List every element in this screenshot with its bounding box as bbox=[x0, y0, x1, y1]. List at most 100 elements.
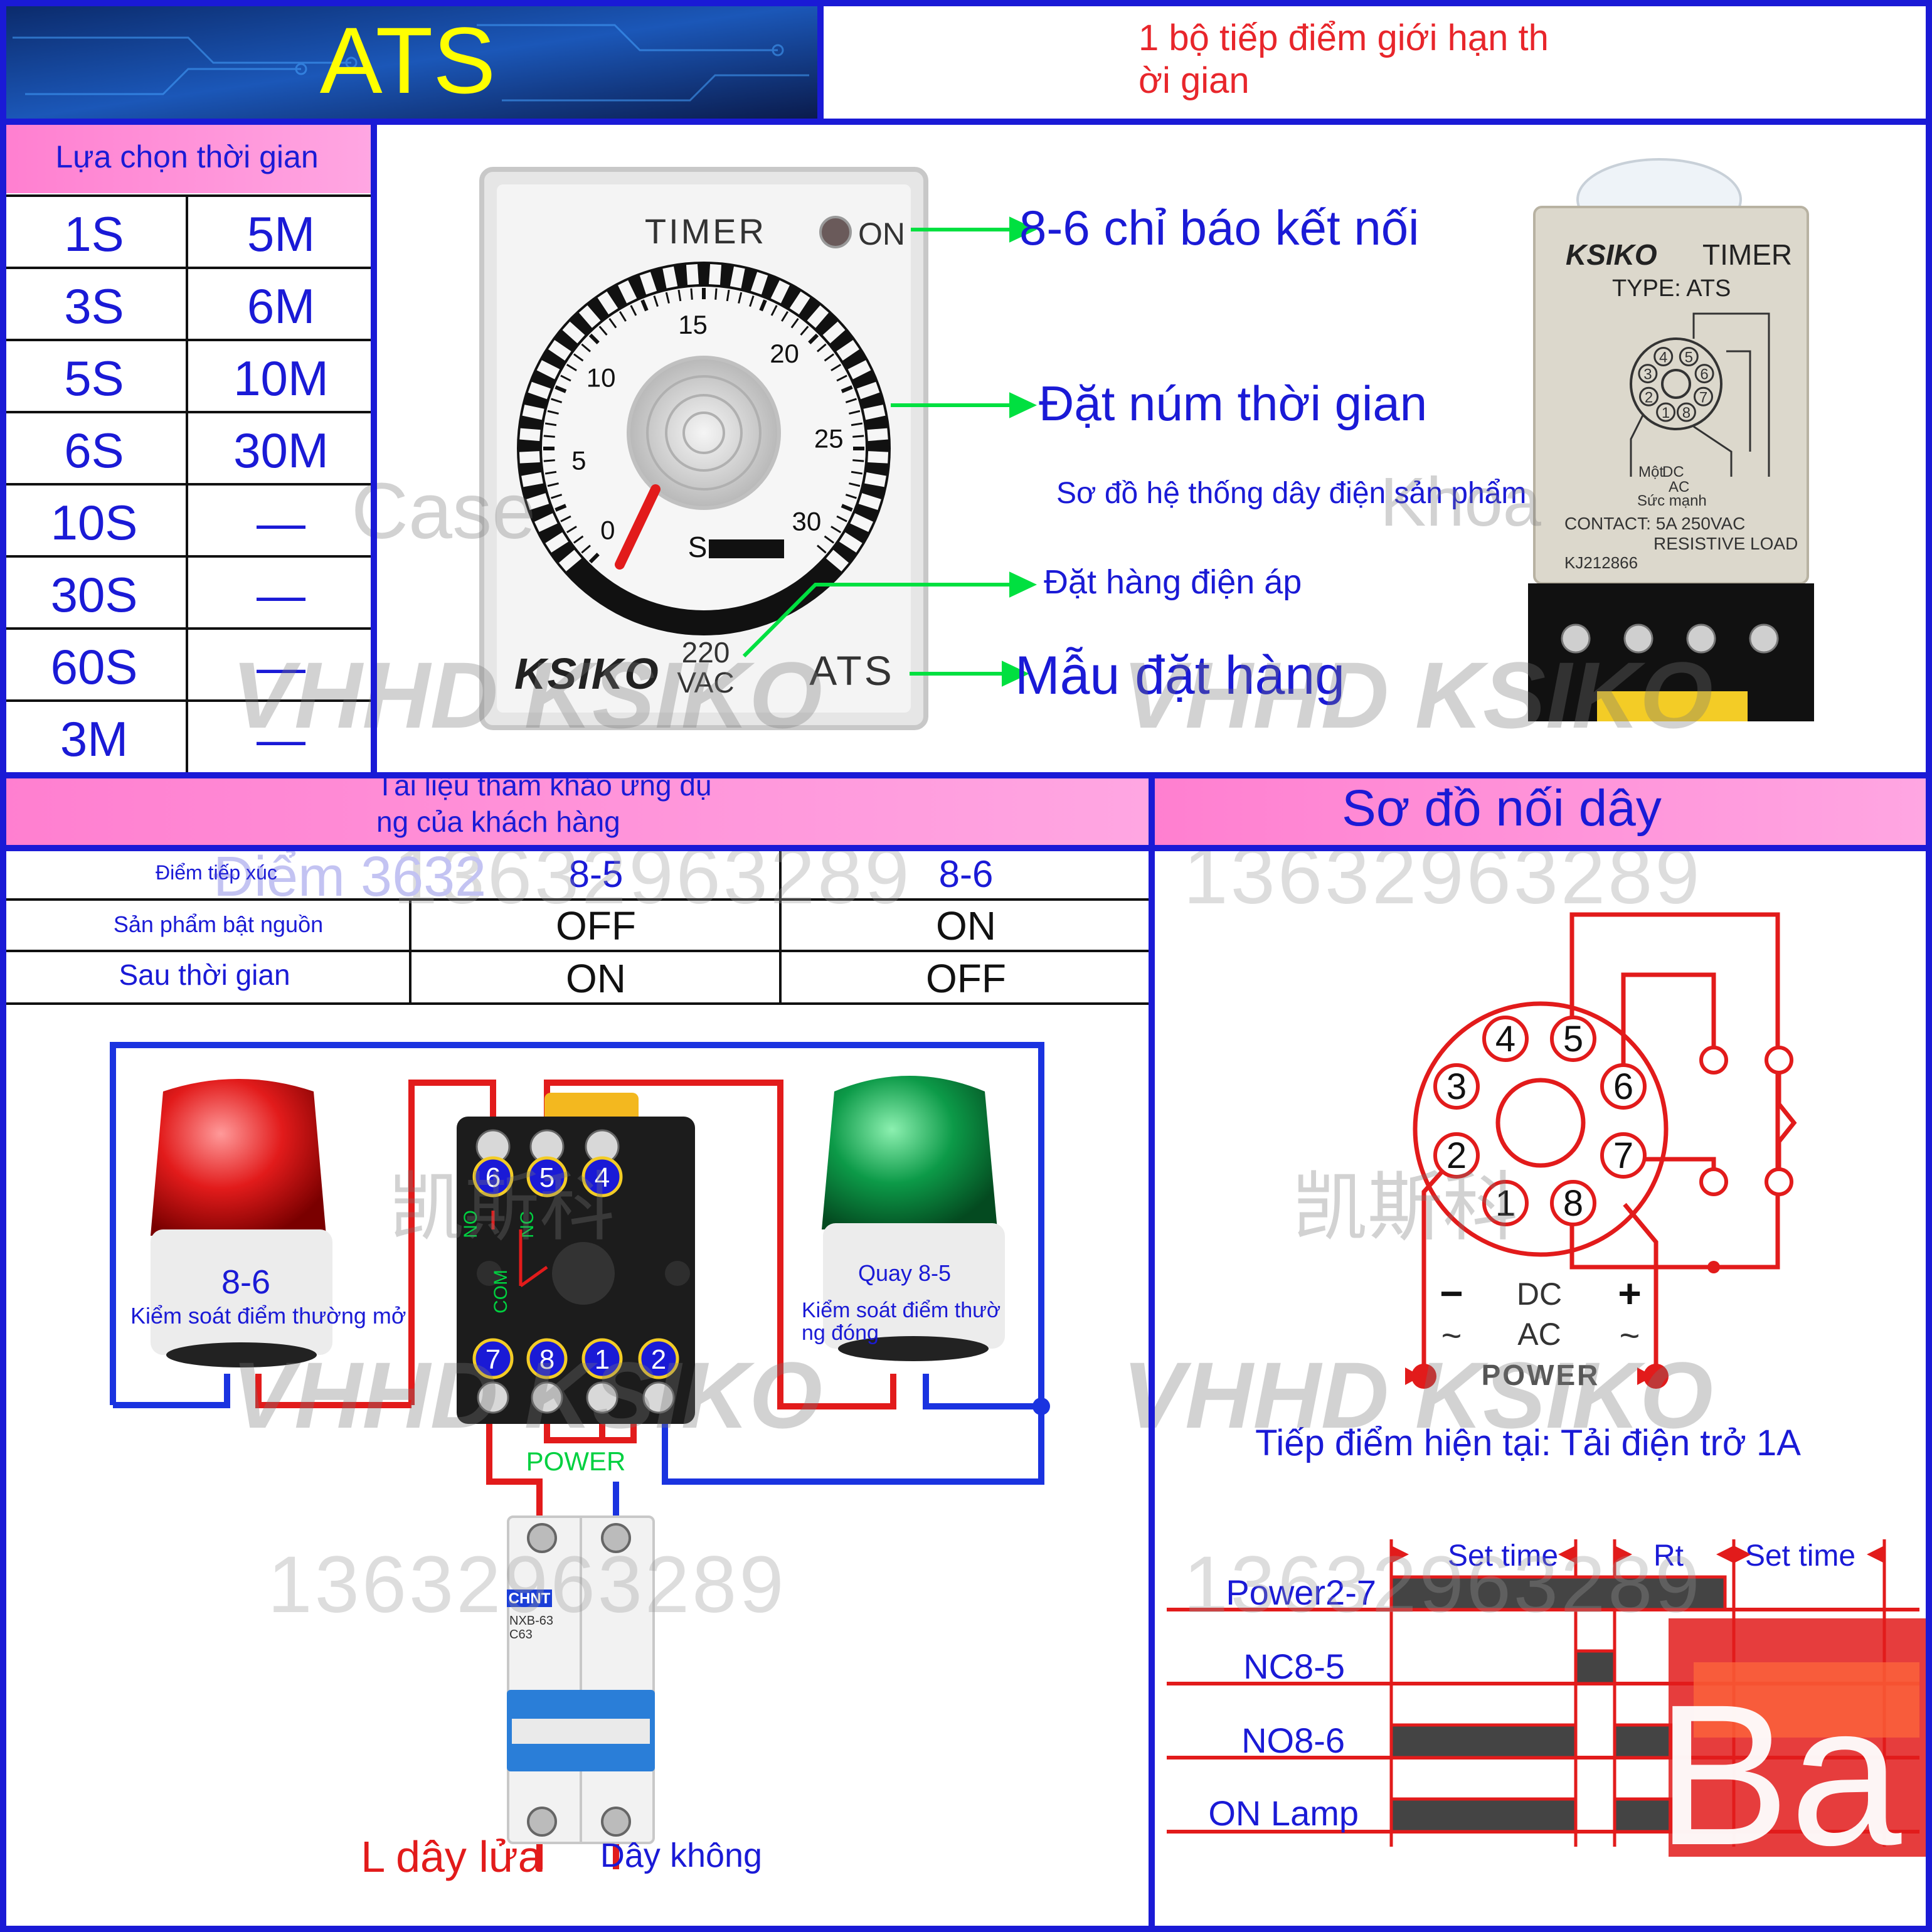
timing-interval-3: Set time bbox=[1745, 1539, 1855, 1573]
knob-pointer bbox=[615, 484, 661, 570]
dial-minor-tick bbox=[817, 343, 827, 353]
dial-minor-tick bbox=[588, 553, 600, 564]
callout-indicator: 8-6 chỉ báo kết nối bbox=[1019, 200, 1419, 255]
side-pin bbox=[1679, 346, 1699, 366]
timing-arrow bbox=[1716, 1546, 1734, 1563]
socket-terminal bbox=[581, 1156, 623, 1197]
timing-label-power: Power2-7 bbox=[1226, 1573, 1376, 1612]
time-option: 10S bbox=[51, 495, 138, 550]
time-option: 30M bbox=[233, 423, 329, 478]
timing-label-nc: NC8-5 bbox=[1243, 1647, 1345, 1686]
dial-minor-tick bbox=[581, 343, 591, 353]
green-lamp bbox=[822, 1076, 1005, 1361]
socket-terminal-number: 6 bbox=[486, 1162, 501, 1193]
dial-minor-tick bbox=[738, 292, 743, 304]
diagram-pin bbox=[1482, 1016, 1529, 1062]
dial-tick bbox=[662, 266, 678, 289]
dial-tick bbox=[536, 360, 560, 380]
socket-terminal-number: 7 bbox=[486, 1344, 501, 1375]
dial-minor-tick bbox=[824, 353, 834, 362]
side-pin-number: 2 bbox=[1645, 389, 1653, 406]
dial-number: 20 bbox=[770, 339, 799, 368]
dial-minor-tick bbox=[555, 385, 567, 393]
timing-chart: Power2-7 NC8-5 NO8-6 ON Lamp Set time Rt… bbox=[1167, 1539, 1928, 1887]
time-option: — bbox=[257, 567, 305, 622]
dial-minor-tick bbox=[543, 459, 555, 462]
time-knob[interactable] bbox=[627, 356, 781, 510]
on-indicator-label: ON bbox=[858, 216, 905, 252]
watermark-phone-4: 13632963289 bbox=[1183, 1540, 1702, 1630]
dial-tick bbox=[836, 339, 859, 361]
timing-arrow bbox=[1734, 1546, 1751, 1563]
dial-tick bbox=[521, 472, 543, 487]
dial-minor-tick bbox=[781, 310, 789, 322]
green-lamp-desc-line2: ng đóng bbox=[802, 1321, 879, 1345]
dial-minor-tick bbox=[581, 544, 591, 554]
dial-minor-tick bbox=[808, 333, 819, 344]
wiring-title-bar bbox=[1154, 777, 1928, 847]
watermark-brand-3: VHHD KSIKO bbox=[231, 1342, 822, 1448]
side-pin bbox=[1694, 386, 1714, 406]
diagram-tilde-right: ~ bbox=[1620, 1315, 1640, 1355]
socket-terminal bbox=[638, 1338, 679, 1379]
dial-minor-tick bbox=[831, 363, 842, 371]
dial-minor-tick bbox=[547, 410, 559, 415]
red-lamp-desc: Kiểm soát điểm thường mở bbox=[130, 1303, 406, 1329]
socket-screw bbox=[477, 1381, 509, 1414]
dial-tick bbox=[847, 360, 871, 380]
dial-tick bbox=[822, 321, 846, 344]
watermarks: 13632963289 13632963289 13632963289 1363… bbox=[213, 464, 1713, 1630]
dial-minor-tick bbox=[824, 535, 834, 544]
side-mot: Một bbox=[1638, 464, 1664, 480]
live-wire-label: L dây lửa bbox=[361, 1832, 543, 1881]
diagram-pin-number: 7 bbox=[1613, 1135, 1633, 1176]
diagram-pin-number: 6 bbox=[1613, 1066, 1633, 1107]
callout-voltage-order: Đặt hàng điện áp bbox=[1044, 563, 1302, 601]
dial-number: 5 bbox=[571, 445, 586, 475]
dial-tick bbox=[562, 321, 585, 344]
diagram-pin-number: 1 bbox=[1495, 1183, 1515, 1224]
dial-minor-tick bbox=[555, 504, 567, 512]
breaker-model: NXB-63 bbox=[509, 1614, 553, 1628]
dial-tick bbox=[770, 280, 790, 304]
breaker-brand: CHNT bbox=[509, 1590, 551, 1607]
watermark-brand-1: VHHD KSIKO bbox=[231, 642, 822, 748]
time-option: 6S bbox=[64, 423, 124, 478]
side-pin bbox=[1694, 364, 1714, 384]
dial-tick bbox=[850, 513, 873, 533]
product-subtitle-line1: 1 bộ tiếp điểm giới hạn th bbox=[1138, 18, 1549, 58]
side-brand: KSIKO bbox=[1566, 238, 1657, 271]
diagram-pin bbox=[1550, 1180, 1596, 1226]
dial-tick bbox=[868, 451, 889, 464]
contact-row2-c2: OFF bbox=[926, 956, 1006, 1001]
panel-brand: KSIKO bbox=[514, 649, 660, 698]
watermark-cn-2: 凯斯科 bbox=[1292, 1165, 1518, 1250]
timing-arrow bbox=[1558, 1546, 1576, 1563]
timing-interval-1: Set time bbox=[1448, 1539, 1558, 1573]
panel-model: ATS bbox=[809, 647, 894, 694]
dial-tick bbox=[807, 305, 829, 328]
dial-tick bbox=[519, 451, 540, 464]
application-title-line2: ng của khách hàng bbox=[376, 805, 620, 838]
dial-tick bbox=[825, 549, 849, 571]
wiring-example: 8-6 Kiểm soát điểm thường mở Quay 8-5 Ki… bbox=[110, 1042, 1050, 1881]
socket-terminal bbox=[581, 1338, 623, 1379]
contact-row2-label: Sau thời gian bbox=[119, 958, 290, 991]
side-pin bbox=[1656, 402, 1676, 422]
watermark-diem: Điểm 3632 bbox=[213, 846, 486, 908]
dial-tick bbox=[597, 291, 618, 315]
dial-minor-tick bbox=[566, 526, 577, 534]
socket-terminal-number: 4 bbox=[595, 1162, 610, 1193]
dial-minor-tick bbox=[560, 374, 571, 382]
dial-tick bbox=[578, 305, 601, 328]
dial-minor-tick bbox=[677, 289, 682, 302]
dial-minor-tick bbox=[618, 310, 627, 322]
diagram-plus: + bbox=[1618, 1271, 1641, 1316]
socket-terminal-number: 2 bbox=[651, 1344, 666, 1375]
dial-tick bbox=[548, 339, 571, 361]
dial-minor-tick bbox=[588, 333, 600, 344]
